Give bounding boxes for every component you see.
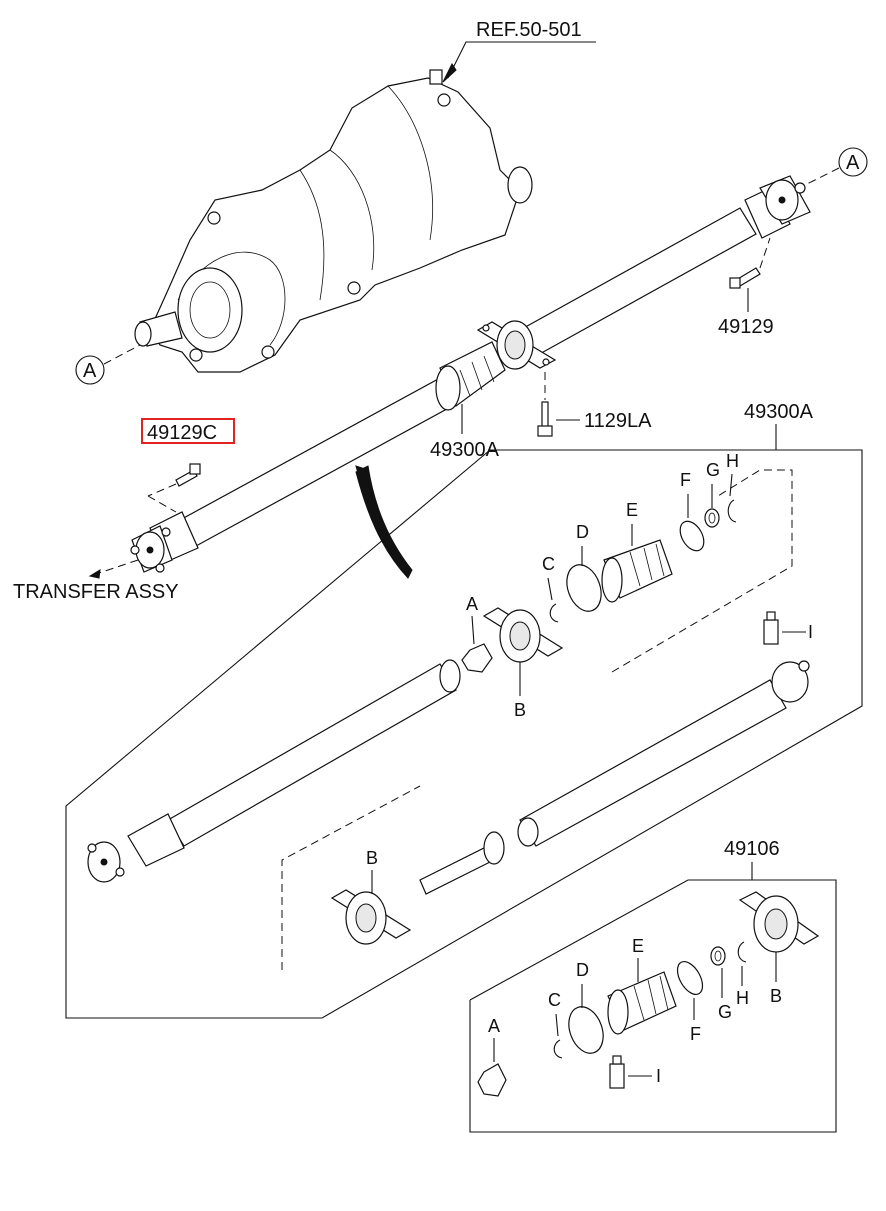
group-49300a-c: C <box>542 554 555 574</box>
group-49106-e: E <box>632 936 644 956</box>
group-49106[interactable]: 49106 B H G F E <box>469 838 837 1133</box>
ref-a-right-label: A <box>846 152 860 174</box>
group-49300a-a: A <box>466 594 478 614</box>
group-49106-i: I <box>656 1066 661 1086</box>
center-bearing-bracket <box>476 320 557 370</box>
group-49300a-g: G <box>706 460 720 480</box>
dust-shield-a: A <box>461 594 493 673</box>
rear-differential-housing <box>134 69 533 373</box>
group-49106-c: C <box>548 990 561 1010</box>
washer-g2: G <box>710 946 732 1022</box>
group-49300a-label: 49300A <box>744 401 814 423</box>
group-49106-h: H <box>736 988 749 1008</box>
group-49106-b: B <box>770 986 782 1006</box>
part-1129la-label: 1129LA <box>584 410 652 432</box>
rear-shaft-tube <box>517 660 810 847</box>
rubber-boot <box>435 341 506 411</box>
part-49129-label: 49129 <box>718 316 774 338</box>
bolt-49129[interactable]: 49129 <box>718 237 774 338</box>
group-49300a[interactable]: 49300A F G H E <box>65 401 863 1019</box>
snap-ring-f2: F <box>676 961 704 1044</box>
transfer-assy-callout[interactable]: TRANSFER ASSY <box>13 559 179 603</box>
bolt-1129la[interactable]: 1129LA <box>537 372 652 437</box>
part-49300a-shaft-callout[interactable]: 49300A <box>430 404 500 461</box>
group-49106-g: G <box>718 1002 732 1022</box>
rear-flange-yoke <box>744 175 811 239</box>
dust-shield-a2: A <box>477 1016 507 1097</box>
group-49106-f: F <box>690 1024 701 1044</box>
boot-e2: E <box>607 936 677 1035</box>
snap-ring-f: F <box>679 470 705 552</box>
transfer-assy-label: TRANSFER ASSY <box>13 581 179 603</box>
bearing-b: B <box>738 891 820 1006</box>
center-bearing-b2: B <box>330 848 412 945</box>
stub-shaft <box>419 831 505 895</box>
bolt-49129c[interactable]: 49129C <box>141 418 235 513</box>
group-49300a-d: D <box>576 522 589 542</box>
clip-h2: H <box>736 941 749 1008</box>
clip-h: H <box>726 451 739 523</box>
group-49106-d: D <box>576 960 589 980</box>
part-49300a-shaft-label: 49300A <box>430 439 500 461</box>
front-shaft-tube <box>87 659 461 883</box>
grease-cap-i2: I <box>609 1055 661 1089</box>
center-bearing-b1: B <box>482 607 564 720</box>
group-49106-a: A <box>488 1016 500 1036</box>
washer-g: G <box>704 460 720 528</box>
grease-cap-i: I <box>763 611 813 645</box>
group-49300a-f: F <box>680 470 691 490</box>
ref-a-left-label: A <box>83 360 97 382</box>
clip-c2: C <box>548 990 563 1059</box>
clamp-d: D <box>566 522 602 612</box>
group-49300a-i: I <box>808 622 813 642</box>
ref-label: REF.50-501 <box>476 19 582 41</box>
group-49300a-h: H <box>726 451 739 471</box>
group-49300a-e: E <box>626 500 638 520</box>
clamp-d2: D <box>568 960 604 1054</box>
group-49300a-b1: B <box>514 700 526 720</box>
boot-e: E <box>601 500 673 603</box>
group-49300a-b2: B <box>366 848 378 868</box>
propeller-shaft-assembly[interactable] <box>130 175 811 573</box>
group-49106-label: 49106 <box>724 838 780 860</box>
ref-50-501-callout[interactable]: REF.50-501 <box>442 19 596 83</box>
part-49129c-label: 49129C <box>147 422 217 444</box>
highlight-box <box>141 418 235 444</box>
front-flange-yoke <box>130 511 199 573</box>
explode-arrow <box>355 465 413 579</box>
ref-a-right-callout[interactable]: A <box>804 147 868 186</box>
ref-a-left-callout[interactable]: A <box>75 344 141 385</box>
clip-c: C <box>542 554 559 623</box>
